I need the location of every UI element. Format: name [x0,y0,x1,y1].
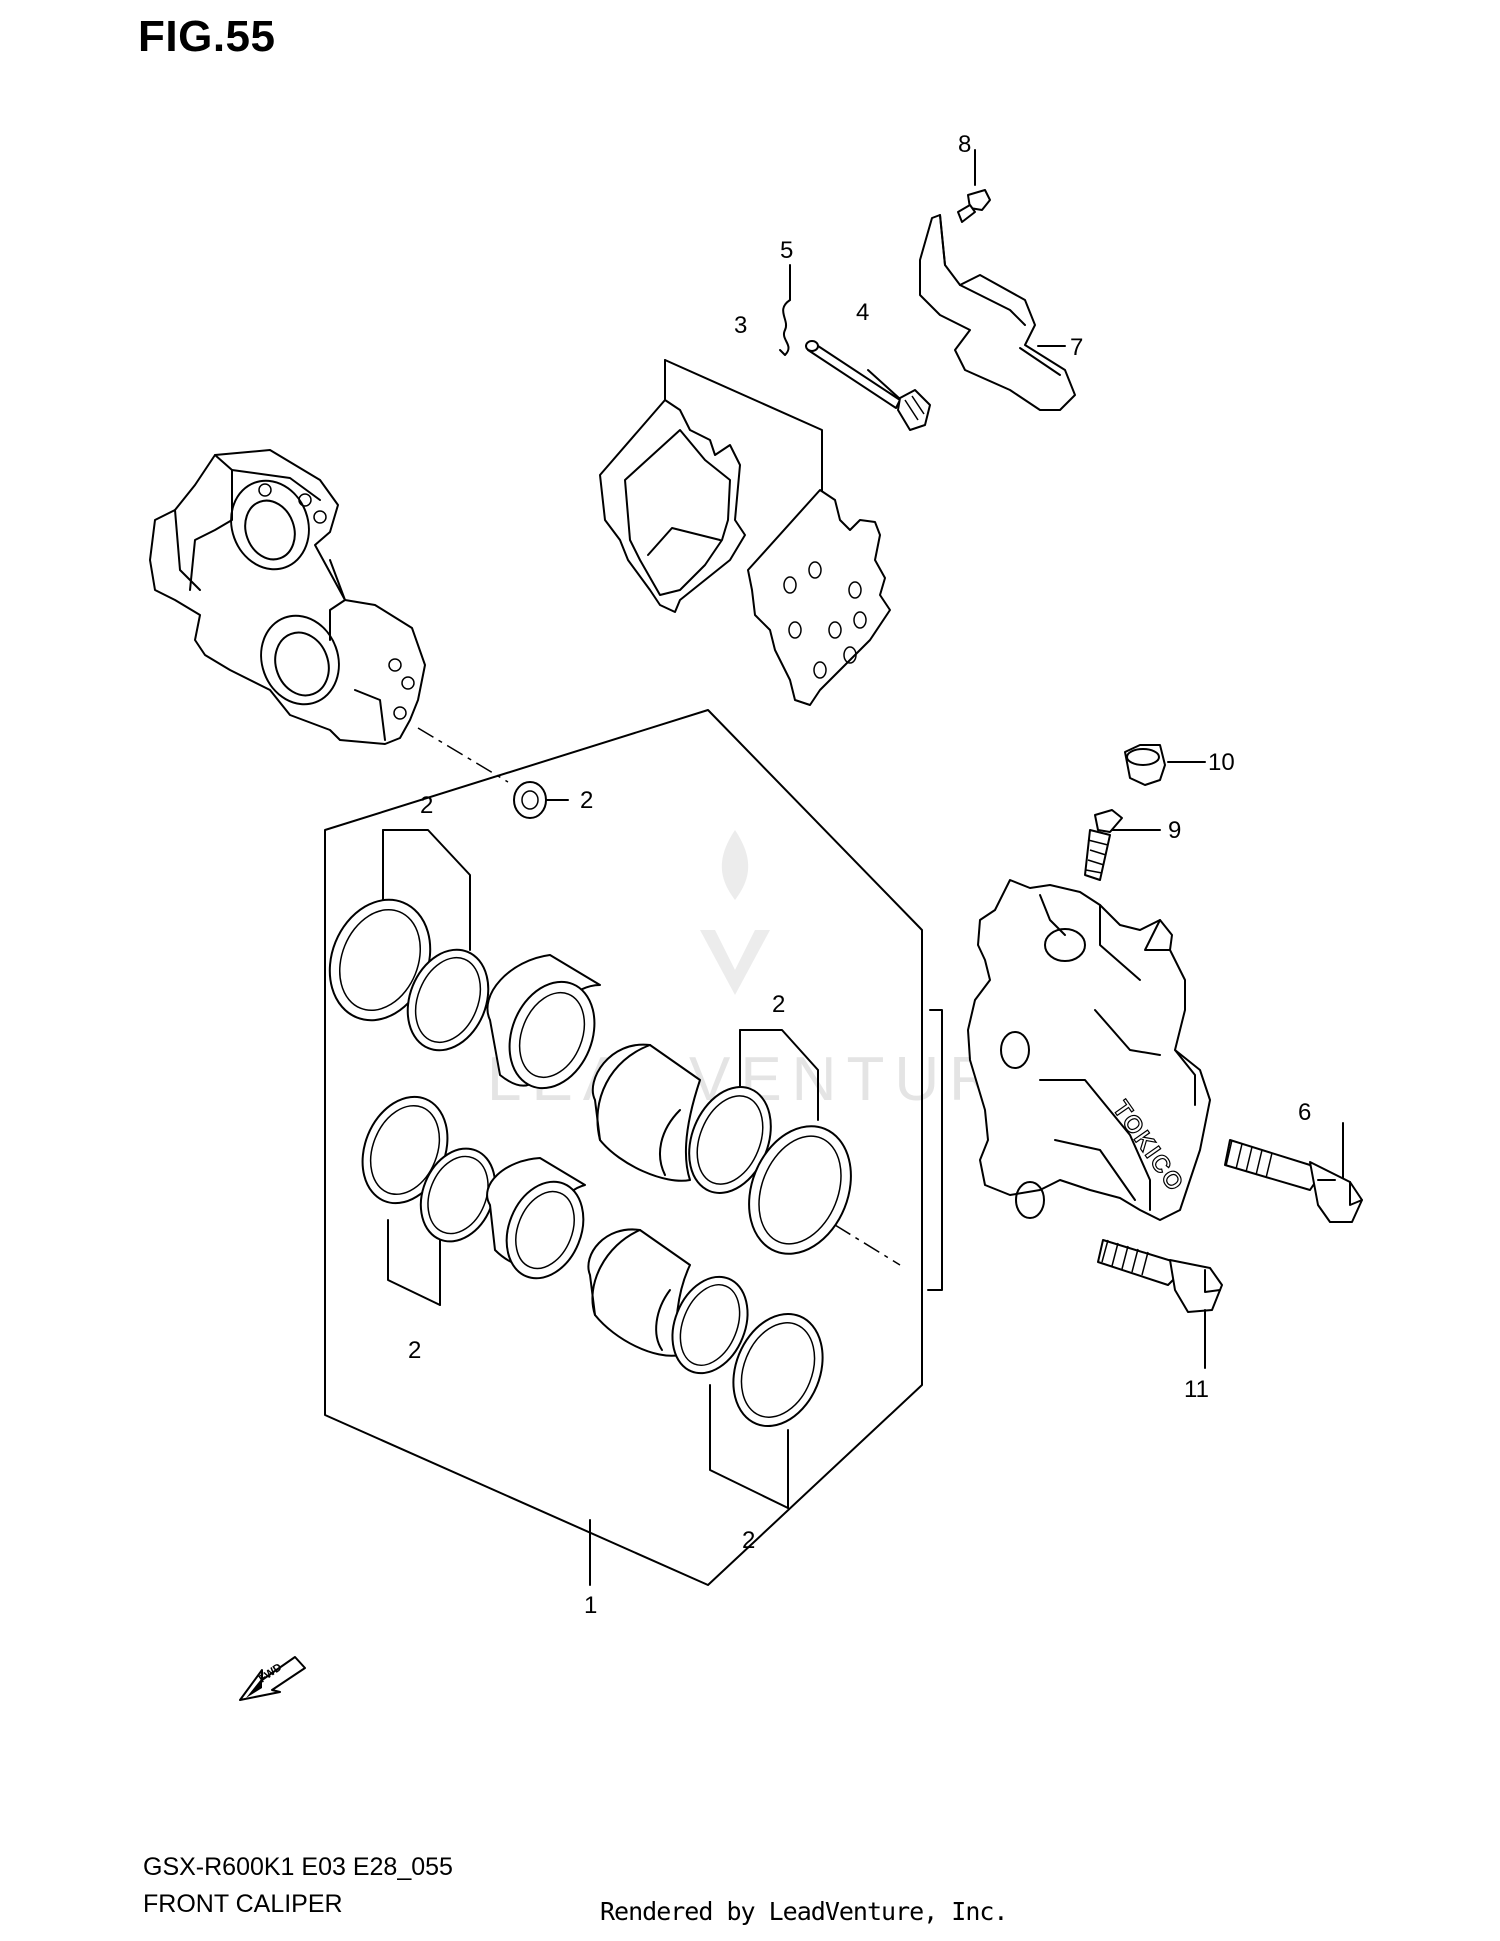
model-code: GSX-R600K1 E03 E28_055 [143,1853,453,1881]
callout-2-upper-right: 2 [772,991,785,1018]
seal-small[interactable] [513,781,569,819]
callout-2-seal: 2 [580,787,593,814]
figure-title: FIG.55 [138,12,276,61]
callout-10: 10 [1208,749,1235,776]
caliper-half-right[interactable]: TOKICO [967,879,1211,1221]
render-credit: Rendered by LeadVenture, Inc. [600,1897,1008,1926]
mounting-bolt-upper[interactable] [1224,1122,1363,1223]
pad-spring[interactable] [919,214,1076,411]
bleeder-valve[interactable] [1084,809,1161,881]
section-name: FRONT CALIPER [143,1890,343,1918]
callout-8: 8 [958,131,971,158]
callout-labels: 1 2 2 2 2 2 3 4 5 6 7 8 9 10 11 [408,131,1311,1619]
callout-6: 6 [1298,1099,1311,1126]
seal-piston-upper-left[interactable] [393,938,502,1063]
seal-dust-lower-right[interactable] [717,1300,838,1439]
piston-seal-kit[interactable] [312,709,923,1586]
callout-5: 5 [780,237,793,264]
fwd-arrow-icon: FWD [239,1656,306,1701]
callout-7: 7 [1070,334,1083,361]
pad-pin-clip[interactable] [779,264,791,356]
brake-pads[interactable] [599,359,891,706]
callout-4: 4 [856,299,869,326]
seal-piston-lower-right[interactable] [659,1266,761,1385]
callout-1: 1 [584,1592,597,1619]
caliper-half-left[interactable] [149,449,426,745]
callout-2-lower-right: 2 [742,1527,755,1554]
piston-upper-right[interactable] [591,1043,701,1182]
spring-screw[interactable] [957,149,991,223]
piston-upper-left[interactable] [486,954,609,1101]
piston-lower-left[interactable] [486,1157,597,1290]
callout-3: 3 [734,312,747,339]
callout-11: 11 [1184,1376,1209,1403]
mounting-bolt-lower[interactable] [1097,1239,1223,1369]
callout-2-upper-left: 2 [420,792,433,819]
seal-dust-upper-right[interactable] [731,1111,869,1269]
callout-9: 9 [1168,817,1181,844]
pad-pin[interactable] [805,340,931,431]
callout-2-lower-left: 2 [408,1337,421,1364]
bleeder-cap[interactable] [1124,744,1206,786]
